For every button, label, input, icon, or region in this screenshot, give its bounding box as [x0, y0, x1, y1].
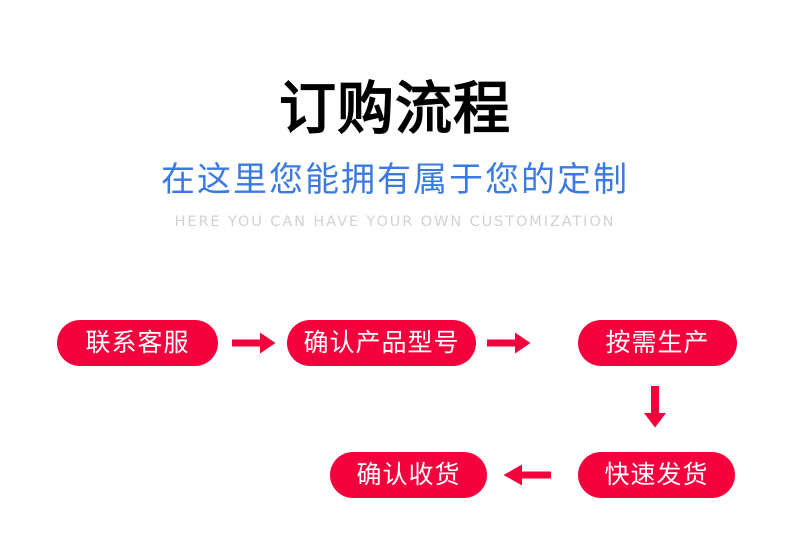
flow-step-contact[interactable]: 联系客服	[57, 320, 218, 366]
flow-step-confirm-receipt[interactable]: 确认收货	[330, 452, 487, 498]
arrow-right-icon-2	[487, 332, 531, 354]
arrow-right-icon-1	[232, 332, 276, 354]
page-caption-english: HERE YOU CAN HAVE YOUR OWN CUSTOMIZATION	[174, 214, 616, 230]
page-title: 订购流程	[279, 76, 511, 142]
arrow-left-icon	[503, 464, 551, 486]
arrow-down-icon	[643, 386, 667, 428]
flow-step-produce-on-demand[interactable]: 按需生产	[578, 320, 737, 366]
flow-step-confirm-model[interactable]: 确认产品型号	[287, 320, 476, 366]
page-subtitle: 在这里您能拥有属于您的定制	[161, 160, 629, 200]
flow-step-fast-shipping[interactable]: 快速发货	[578, 452, 735, 498]
